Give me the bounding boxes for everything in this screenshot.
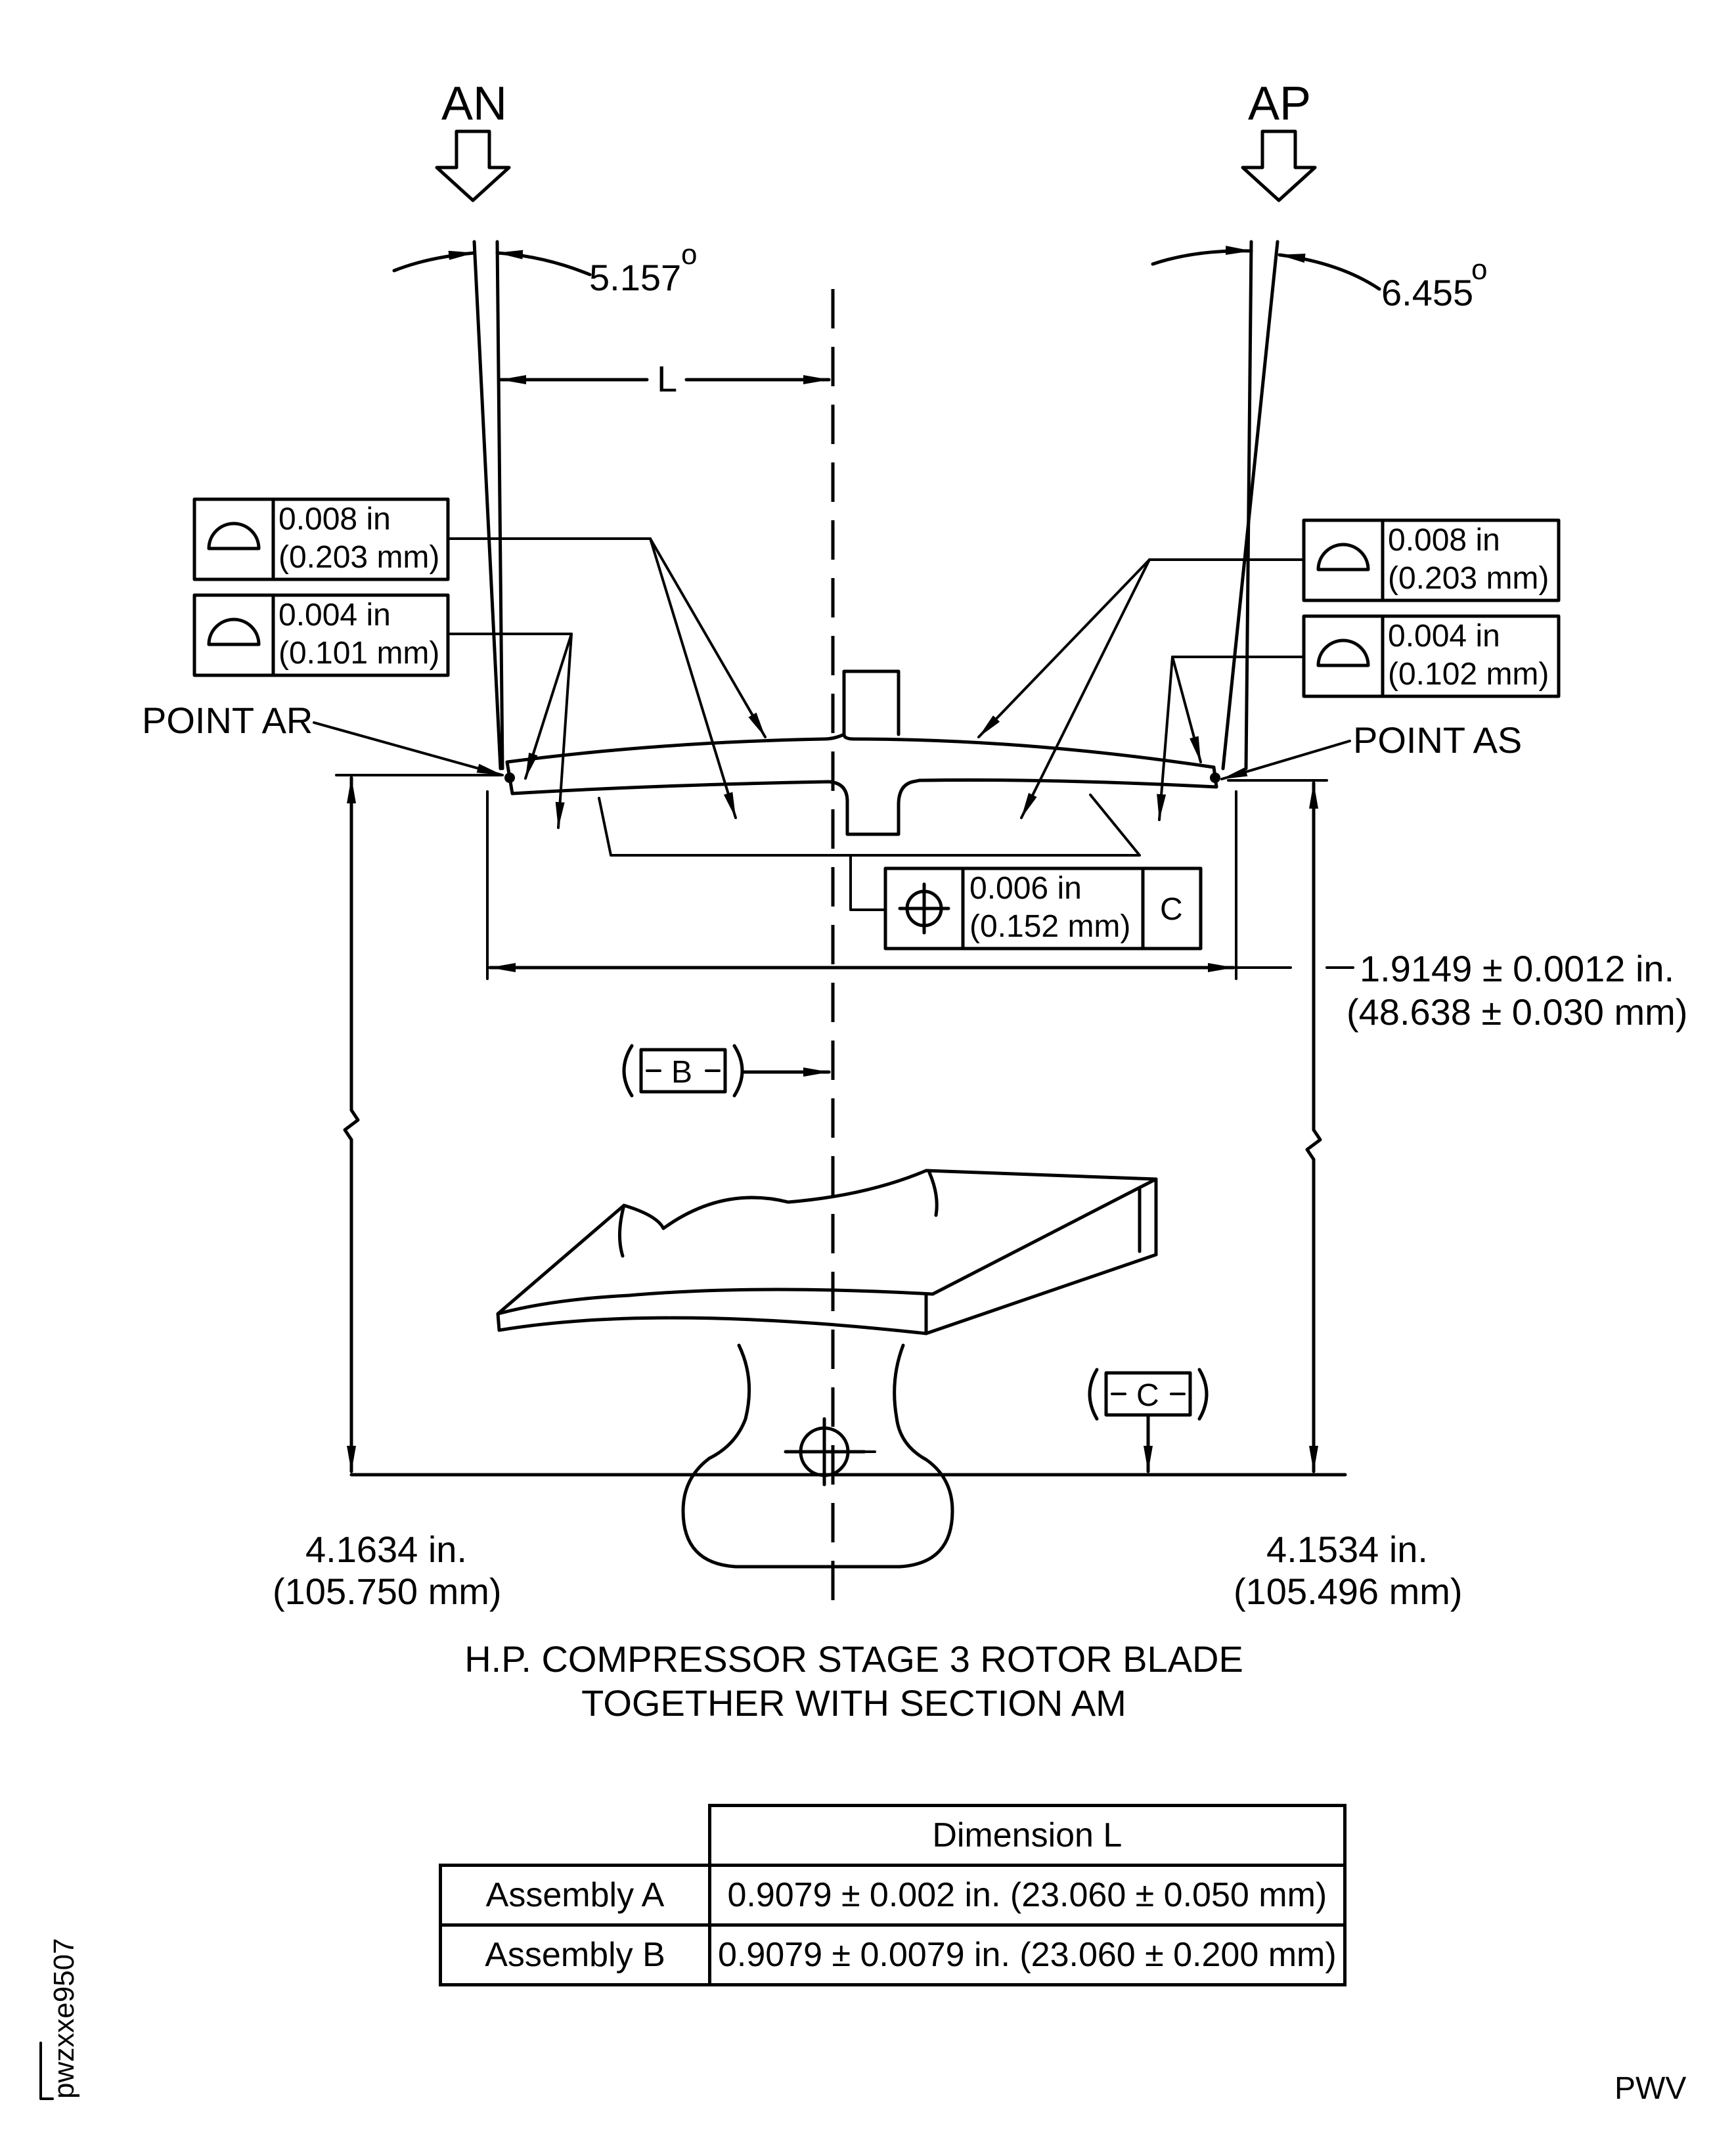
tolerance-value-in: 0.004 in (1388, 619, 1500, 654)
point-ar-leader (313, 721, 504, 776)
degree-symbol-right: o (1471, 254, 1487, 286)
position-datum: C (1160, 892, 1183, 927)
tolerance-value-in: 0.008 in (278, 502, 391, 537)
position-icon (898, 882, 950, 935)
tolerance-value-in: 0.008 in (1388, 523, 1500, 558)
datum-c-symbol (1088, 1368, 1209, 1473)
view-label-ap: AP (1248, 78, 1311, 130)
table-row-label: Assembly A (439, 1864, 711, 1927)
position-tolerance-frame: 0.006 in (0.152 mm) C (883, 866, 1203, 951)
tolerance-frame-lower-right: 0.004 in (0.102 mm) (1302, 614, 1561, 698)
datum-c-label: C (1136, 1378, 1159, 1413)
profile-of-surface-icon (207, 522, 261, 550)
footer-code: PWV (1614, 2071, 1686, 2106)
angle-lines-left (392, 240, 592, 771)
table-row: Assembly A 0.9079 ± 0.002 in. (23.060 ± … (439, 1864, 1347, 1927)
degree-symbol-left: o (681, 238, 697, 271)
datum-b-label: B (671, 1055, 692, 1090)
height-right-mm: (105.496 mm) (1234, 1571, 1463, 1612)
dimension-l-label: L (657, 358, 677, 399)
height-dimension-left (335, 774, 502, 1473)
table-row-label: Assembly B (439, 1923, 711, 1986)
profile-of-surface-icon (1316, 543, 1370, 571)
height-dimension-right (1227, 779, 1328, 1473)
tolerance-frame-lower-left: 0.004 in (0.101 mm) (192, 593, 450, 677)
position-value-in: 0.006 in (969, 871, 1082, 906)
datum-b-symbol (622, 1044, 831, 1098)
table-row-value: 0.9079 ± 0.002 in. (23.060 ± 0.050 mm) (708, 1864, 1347, 1927)
tolerance-frame-upper-right: 0.008 in (0.203 mm) (1302, 518, 1561, 602)
position-value-mm: (0.152 mm) (969, 909, 1130, 944)
rotor-blade-view (496, 1169, 1158, 1569)
tolerance-value-mm: (0.101 mm) (278, 636, 439, 671)
tolerance-frame-upper-left: 0.008 in (0.203 mm) (192, 497, 450, 581)
angle-label-left: 5.157 (589, 257, 681, 298)
position-bracket (598, 794, 1141, 911)
table-row-value: 0.9079 ± 0.0079 in. (23.060 ± 0.200 mm) (708, 1923, 1347, 1986)
view-arrow-an (435, 129, 511, 202)
view-label-an: AN (441, 78, 507, 130)
tolerance-value-mm: (0.203 mm) (278, 540, 439, 575)
table-row: Assembly B 0.9079 ± 0.0079 in. (23.060 ±… (439, 1923, 1347, 1986)
tolerance-value-mm: (0.203 mm) (1388, 561, 1549, 596)
tolerance-leaders (447, 537, 1305, 829)
width-dimension-mm: (48.638 ± 0.030 mm) (1347, 991, 1687, 1033)
view-arrow-ap (1241, 129, 1317, 202)
angle-label-right: 6.455 (1381, 272, 1473, 313)
height-right-in: 4.1534 in. (1266, 1529, 1428, 1570)
svg-text:pwzxxe9507: pwzxxe9507 (48, 1938, 80, 2099)
figure-id: pwzxxe9507 (48, 1938, 80, 2099)
point-as-label: POINT AS (1353, 719, 1522, 761)
profile-of-surface-icon (1316, 638, 1370, 667)
tolerance-value-in: 0.004 in (278, 598, 391, 633)
table-corner-cell (440, 1805, 711, 1867)
height-left-mm: (105.750 mm) (273, 1571, 502, 1612)
figure-id-bracket (39, 2042, 54, 2100)
angle-lines-right (1151, 240, 1381, 771)
point-ar-label: POINT AR (142, 700, 313, 741)
blade-section-am (504, 669, 1220, 836)
width-dimension (486, 790, 1354, 980)
tolerance-value-mm: (0.102 mm) (1388, 657, 1549, 692)
caption-line-2: TOGETHER WITH SECTION AM (581, 1682, 1126, 1724)
profile-of-surface-icon (207, 617, 261, 646)
table-header-row: Dimension L (440, 1804, 1347, 1867)
caption-line-1: H.P. COMPRESSOR STAGE 3 ROTOR BLADE (464, 1638, 1243, 1680)
table-header-cell: Dimension L (708, 1804, 1347, 1867)
dimension-l-table: Dimension L Assembly A 0.9079 ± 0.002 in… (439, 1804, 1347, 1986)
point-as-leader (1220, 740, 1351, 780)
height-left-in: 4.1634 in. (305, 1529, 467, 1570)
width-dimension-in: 1.9149 ± 0.0012 in. (1360, 948, 1674, 989)
